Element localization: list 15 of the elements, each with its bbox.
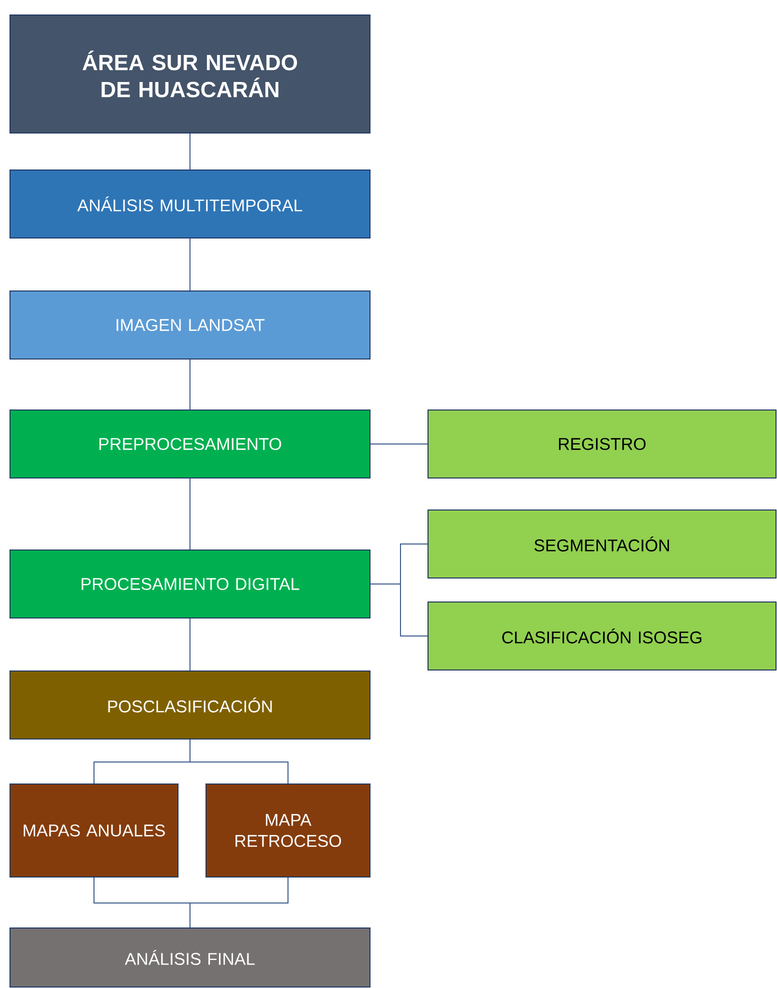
process-box: ANÁLISIS FINAL	[10, 928, 370, 988]
process-box: PROCESAMIENTO DIGITAL	[10, 550, 370, 618]
title-box: ÁREA SUR NEVADO DE HUASCARÁN	[10, 14, 370, 134]
connector-line	[370, 584, 428, 636]
process-box: PREPROCESAMIENTO	[10, 410, 370, 478]
process-box: SEGMENTACIÓN	[428, 510, 776, 578]
process-box: MAPA RETROCESO	[206, 784, 370, 878]
process-box: POSCLASIFICACIÓN	[10, 670, 370, 740]
connector-line	[190, 877, 288, 928]
process-box: REGISTRO	[428, 410, 776, 478]
connector-line	[190, 739, 288, 784]
process-box: IMAGEN LANDSAT	[10, 290, 370, 360]
process-box: MAPAS ANUALES	[10, 784, 178, 878]
process-box: CLASIFICACIÓN ISOSEG	[428, 602, 776, 670]
process-box: ANÁLISIS MULTITEMPORAL	[10, 170, 370, 238]
